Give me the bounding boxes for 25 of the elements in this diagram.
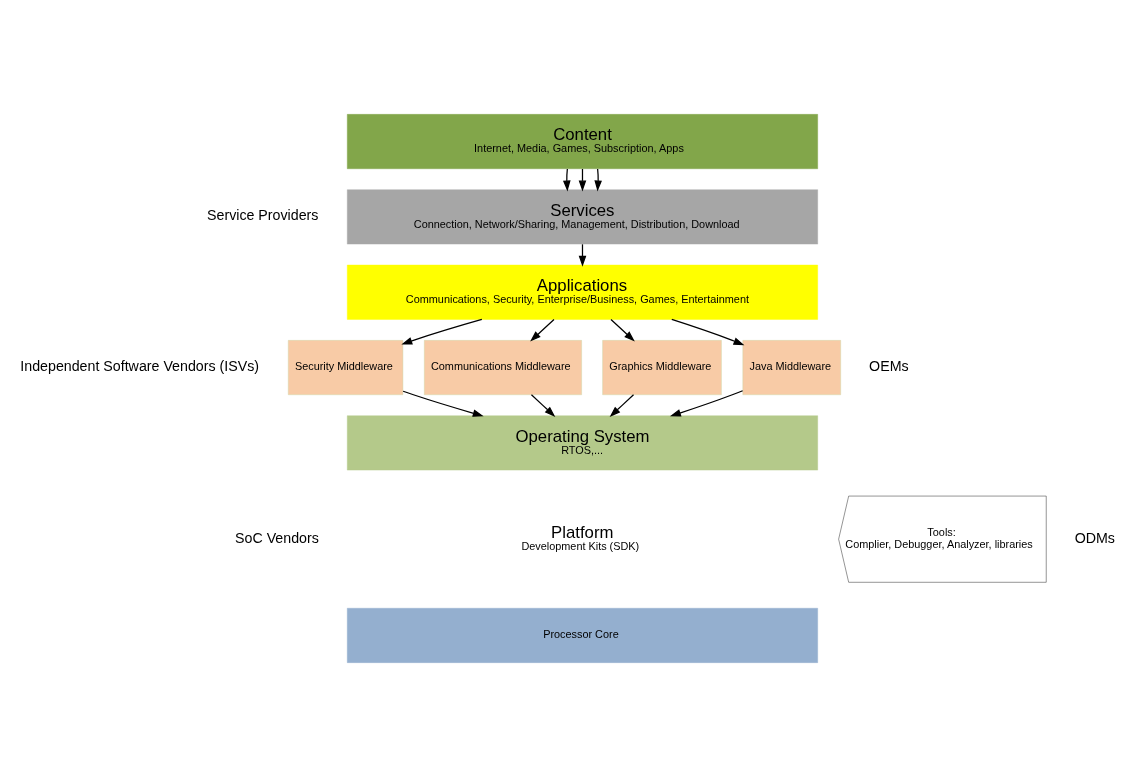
node-text: Platform Development Kits (SDK): [521, 522, 640, 552]
arrow: [530, 318, 555, 342]
arrow: [669, 390, 744, 417]
label: OEMs: [869, 358, 909, 374]
node-box: Applications Communications, Security, Enterprise/Business, Games, Entertainment: [347, 264, 818, 320]
arrow: [401, 318, 483, 345]
node-box: Content Internet, Media, Games, Subscription, Apps: [347, 114, 818, 169]
node-box: Operating System RTOS,...: [347, 415, 818, 471]
label: Independent Software Vendors (ISVs): [20, 358, 260, 374]
label: SoC Vendors: [235, 529, 319, 546]
node-box: Java Middleware: [742, 340, 841, 395]
arrow: [594, 168, 602, 192]
arrow: [609, 394, 635, 417]
arrow: [610, 318, 635, 342]
node-box: Security Middleware: [288, 340, 404, 395]
node-box: Services Connection, Network/Sharing, Management, Distribution, Download: [347, 189, 818, 245]
arrow: [562, 168, 571, 192]
label: Service Providers: [207, 207, 319, 224]
node-box: Processor Core: [347, 608, 818, 663]
node-box: Graphics Middleware: [602, 340, 722, 395]
arrow: [402, 390, 484, 417]
arrow: [530, 394, 556, 417]
label: ODMs: [1074, 529, 1115, 546]
arrow: [671, 318, 745, 346]
node-box: Communications Middleware: [424, 340, 582, 395]
